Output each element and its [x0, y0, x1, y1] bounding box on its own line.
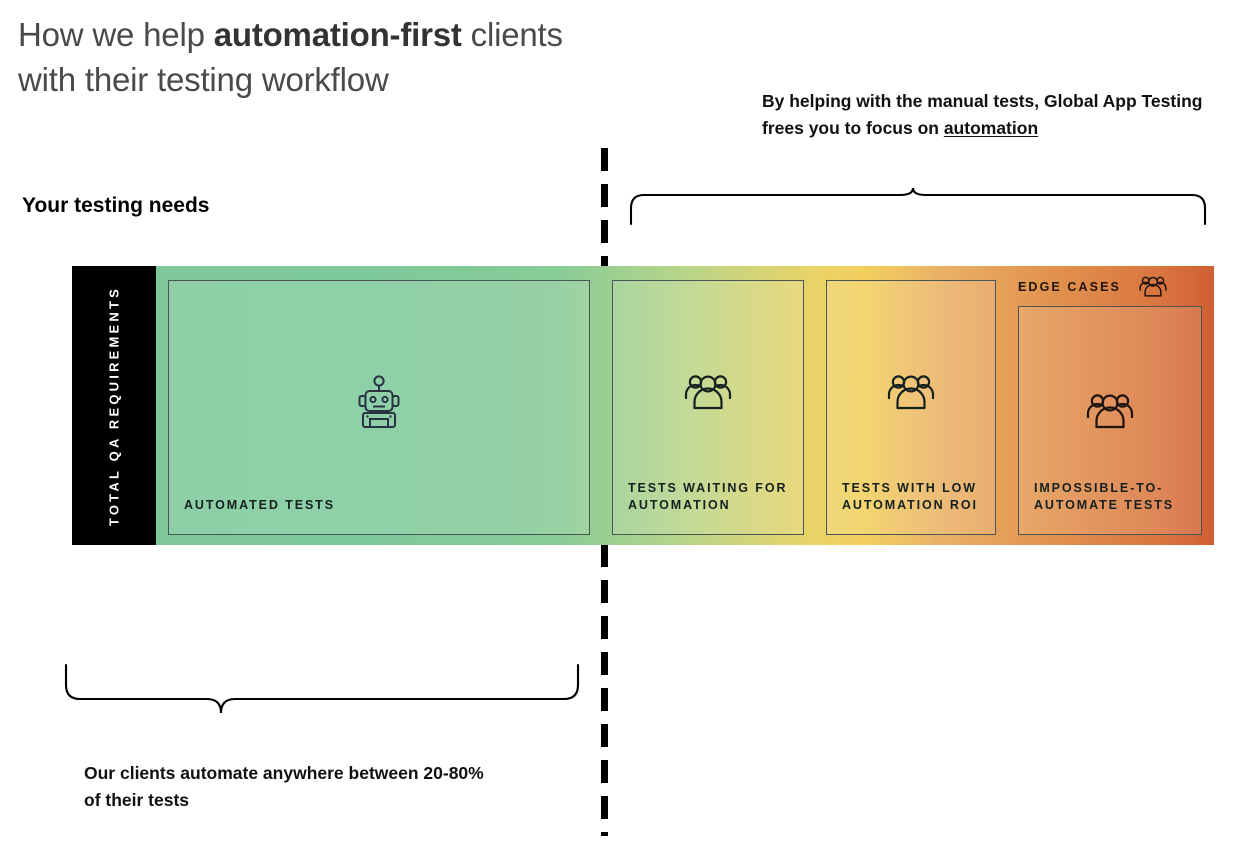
panel-label: TESTS WITH LOW AUTOMATION ROI	[842, 481, 978, 512]
title-line2: with their testing workflow	[18, 61, 389, 98]
panel-inner-box: IMPOSSIBLE-TO- AUTOMATE TESTS	[1018, 306, 1202, 535]
people-group-icon	[1019, 392, 1201, 430]
panel-label: TESTS WAITING FOR AUTOMATION	[628, 481, 788, 512]
title-line1-post: clients	[461, 16, 563, 53]
people-group-icon	[613, 373, 803, 411]
panel-tests-waiting-for-automation[interactable]: TESTS WAITING FOR AUTOMATION	[600, 266, 814, 545]
page-title: How we help automation-first clients wit…	[18, 12, 718, 102]
title-line1-pre: How we help	[18, 16, 214, 53]
total-qa-requirements-axis: TOTAL QA REQUIREMENTS	[72, 266, 156, 545]
panel-inner-box: AUTOMATED TESTS	[168, 280, 590, 535]
title-line1-bold: automation-first	[213, 16, 462, 53]
people-group-icon	[827, 373, 995, 411]
panel-impossible-to-automate-tests[interactable]: EDGE CASES	[1006, 266, 1214, 545]
top-brace	[628, 186, 1208, 226]
panel-automated-tests[interactable]: AUTOMATED TESTS	[156, 266, 600, 545]
panel-label: IMPOSSIBLE-TO- AUTOMATE TESTS	[1034, 481, 1175, 512]
your-testing-needs-label: Your testing needs	[22, 194, 210, 217]
top-note-text: By helping with the manual tests, Global…	[762, 91, 1203, 138]
qa-requirements-bar: TOTAL QA REQUIREMENTS	[72, 266, 1214, 545]
top-right-note: By helping with the manual tests, Global…	[762, 88, 1232, 142]
bottom-caption: Our clients automate anywhere between 20…	[84, 763, 484, 810]
edge-cases-header: EDGE CASES	[1018, 275, 1202, 298]
bottom-brace	[62, 662, 592, 724]
robot-icon	[169, 375, 589, 429]
people-group-icon	[1139, 275, 1167, 298]
panel-inner-box: TESTS WAITING FOR AUTOMATION	[612, 280, 804, 535]
automation-link[interactable]: automation	[943, 118, 1039, 138]
edge-cases-label: EDGE CASES	[1018, 279, 1121, 294]
gradient-track: AUTOMATED TESTS TESTS WAITING FOR AUTOMA…	[156, 266, 1214, 545]
total-qa-requirements-label: TOTAL QA REQUIREMENTS	[106, 285, 122, 526]
panel-inner-box: TESTS WITH LOW AUTOMATION ROI	[826, 280, 996, 535]
panel-tests-with-low-automation-roi[interactable]: TESTS WITH LOW AUTOMATION ROI	[814, 266, 1006, 545]
panel-label: AUTOMATED TESTS	[184, 498, 335, 512]
